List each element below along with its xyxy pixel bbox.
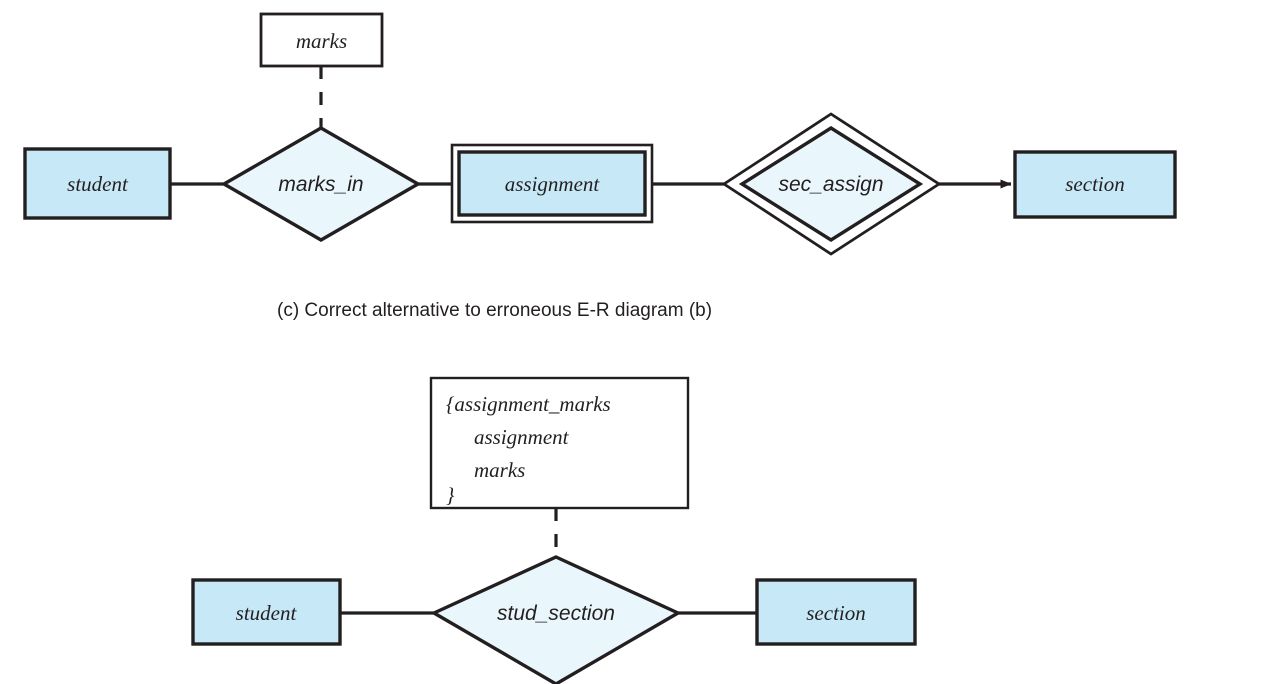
attribute-marks-box bbox=[259, 12, 384, 68]
relationship-sec_assign-diamond bbox=[738, 125, 924, 243]
attribute-marks[interactable]: marks bbox=[259, 12, 384, 68]
entity-section-bottom[interactable]: section bbox=[755, 578, 917, 646]
entity-assignment[interactable]: assignment bbox=[450, 143, 654, 224]
entity-assignment-label: assignment bbox=[505, 172, 601, 196]
figure-caption: (c) Correct alternative to erroneous E-R… bbox=[277, 300, 713, 321]
attribute-assignment_marks-line-1: {assignment_marks bbox=[446, 392, 611, 416]
relationship-marks_in-label: marks_in bbox=[278, 173, 363, 196]
attribute-marks-label: marks bbox=[296, 29, 347, 53]
entity-section-bottom-box bbox=[755, 578, 917, 646]
diagram-bottom: {assignment_marks assignment marks } stu… bbox=[191, 376, 917, 684]
entity-section-top-box bbox=[1013, 150, 1177, 219]
attribute-assignment_marks-line-2: assignment bbox=[474, 425, 570, 449]
entity-section-top-label: section bbox=[1065, 172, 1124, 196]
attribute-assignment_marks-box bbox=[429, 376, 690, 510]
entity-student-bottom[interactable]: student bbox=[191, 578, 342, 646]
entity-assignment-box bbox=[457, 150, 647, 217]
entity-student-top-box bbox=[23, 147, 172, 220]
entity-section-top[interactable]: section bbox=[1013, 150, 1177, 219]
relationship-stud_section[interactable]: stud_section bbox=[430, 555, 682, 684]
entity-student-top[interactable]: student bbox=[23, 147, 172, 220]
entity-student-bottom-label: student bbox=[236, 601, 298, 625]
entity-student-bottom-box bbox=[191, 578, 342, 646]
diagram-top: marks student marks_in assignment bbox=[23, 12, 1177, 256]
entity-assignment-outer-box bbox=[450, 143, 654, 224]
entity-section-bottom-label: section bbox=[806, 601, 865, 625]
relationship-sec_assign-label: sec_assign bbox=[778, 173, 883, 196]
relationship-marks_in-diamond bbox=[220, 126, 422, 242]
relationship-stud_section-diamond bbox=[430, 555, 682, 684]
entity-student-top-label: student bbox=[67, 172, 129, 196]
attribute-assignment_marks[interactable]: {assignment_marks assignment marks } bbox=[429, 376, 690, 510]
attribute-assignment_marks-line-4: } bbox=[446, 483, 455, 507]
relationship-marks_in[interactable]: marks_in bbox=[220, 126, 422, 242]
relationship-sec_assign[interactable]: sec_assign bbox=[721, 112, 942, 256]
relationship-stud_section-label: stud_section bbox=[497, 602, 615, 625]
attribute-assignment_marks-line-3: marks bbox=[474, 458, 525, 482]
relationship-sec_assign-outer-diamond bbox=[721, 112, 942, 256]
